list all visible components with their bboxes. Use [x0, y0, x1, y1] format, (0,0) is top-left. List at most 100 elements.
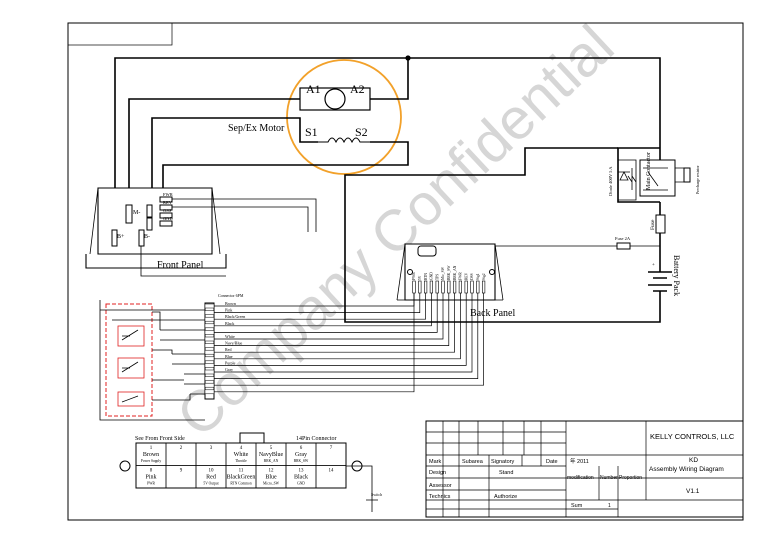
back-panel-pin-label: GND — [430, 272, 434, 280]
version: V1.1 — [686, 488, 700, 495]
connector-pin-function: BRK_SW — [294, 459, 309, 463]
harness-pin — [204, 343, 215, 348]
connector-title: 14Pin Connector — [296, 436, 337, 442]
motor-name-label: Sep/Ex Motor — [228, 123, 285, 134]
connector-pin-color: Brown — [143, 452, 159, 458]
connector-pin-number: 12 — [269, 469, 275, 474]
harness-pin — [204, 349, 215, 355]
back-panel-pin-label: Sig2 — [482, 273, 486, 280]
front-panel-outline — [85, 187, 227, 269]
harness-wire-label: Pink — [225, 308, 232, 313]
harness-pin — [204, 382, 215, 388]
motor-highlight-circle — [286, 59, 402, 175]
connector-pin-number: 5 — [270, 446, 273, 451]
connector-pin-cell — [315, 465, 347, 489]
motor-a1-label: A1 — [306, 82, 321, 96]
back-panel-pin-label: RTN — [424, 273, 428, 280]
back-panel-pin-label: Sig1 — [476, 273, 480, 280]
harness-wire — [214, 293, 473, 373]
harness-wire — [214, 293, 432, 327]
back-panel-pin — [464, 280, 468, 294]
connector-pin-color: Gray — [295, 452, 307, 458]
connector-pin-number: 10 — [209, 469, 215, 474]
connector-pin-color: NavyBlue — [259, 452, 284, 458]
connector-pin-function: 5V Output — [203, 482, 218, 486]
connector-pin-color: Blue — [265, 475, 277, 481]
back-panel-pin-label: Mic_SW — [441, 266, 445, 280]
switch-group — [99, 300, 205, 421]
tb-mark: Mark — [429, 459, 441, 465]
harness-pin — [204, 330, 215, 335]
tb-technics: Technics — [429, 494, 451, 500]
tb-date-value: 年 2011 — [570, 457, 589, 465]
harness-wire — [214, 293, 444, 340]
back-panel-pin — [452, 280, 457, 294]
harness-wire-label: Blue — [225, 354, 233, 359]
back-panel-pin — [423, 280, 428, 294]
connector-pin-color: Pink — [145, 475, 156, 481]
connector-pin-number: 8 — [150, 469, 153, 474]
connector-pin-number: 2 — [180, 446, 183, 451]
product-code: KD — [689, 457, 698, 464]
back-panel-pin-label: REV — [464, 272, 468, 280]
back-panel-pin — [447, 280, 451, 294]
fp-b-minus-label: B- — [144, 234, 150, 240]
motor-s1-label: S1 — [305, 125, 318, 139]
harness-wire — [214, 293, 426, 320]
connector-mount-left — [119, 460, 131, 472]
harness-wire — [214, 293, 450, 346]
fuse-2a-icon — [616, 242, 631, 250]
corner-tab — [67, 22, 173, 46]
harness-pin — [204, 336, 215, 342]
back-panel-pin-label: OSS — [470, 273, 474, 280]
harness-wire — [214, 293, 415, 393]
tb-sum-value: 1 — [608, 503, 611, 509]
harness-pin — [204, 303, 215, 309]
connector-pin-number: 4 — [240, 446, 243, 451]
connector-pin-function: Throttle — [235, 459, 247, 463]
precharge-resistor-icon — [683, 167, 691, 183]
tb-assessor: Assessor — [429, 483, 452, 489]
harness-wire — [214, 293, 421, 313]
tb-authorize: Authorize — [494, 494, 517, 500]
switch-label: Switch — [371, 492, 382, 497]
back-panel-pin — [458, 280, 463, 294]
tb-design: Design — [429, 470, 446, 476]
harness-wire — [214, 293, 461, 360]
fuse-label: Fuse — [650, 219, 656, 230]
back-panel-pin — [470, 280, 474, 294]
harness-wire-label: Purple — [225, 360, 236, 365]
connector-pin-number: 6 — [300, 446, 303, 451]
harness-pin — [204, 316, 215, 322]
battery-pack-label: Battery Pack — [672, 255, 681, 296]
connector-latch — [239, 432, 265, 444]
back-panel-pin — [441, 280, 445, 294]
motor-a2-label: A2 — [350, 82, 365, 96]
connector-pin-number: 3 — [210, 446, 213, 451]
switch-block-outline — [105, 303, 153, 417]
harness-wire — [214, 293, 455, 353]
harness-pin — [204, 369, 215, 375]
connector-pin-function: Micro_SW — [263, 482, 280, 486]
harness-wire-label: White — [225, 334, 235, 339]
back-panel-pin — [412, 280, 416, 294]
drawing-border — [67, 22, 744, 521]
back-panel-pin-label: BRK_AN — [453, 265, 457, 280]
tb-sum: Sum — [571, 503, 583, 509]
connector-pin-number: 7 — [330, 446, 333, 451]
connector-pin-function: PWR — [147, 482, 155, 486]
harness-wire — [214, 293, 438, 333]
connector-side-label: See From Front Side — [135, 436, 185, 442]
back-panel-pin — [481, 280, 486, 294]
back-panel-pin-label: PWR — [412, 272, 416, 280]
back-panel-pin-label: BRK_SW — [447, 265, 451, 280]
fuse-2a-label: Fuse 2A — [615, 236, 631, 241]
harness-wire-label: Brown — [225, 301, 236, 306]
back-panel-pin-label: TPS — [435, 274, 439, 280]
front-panel-label: Front Panel — [157, 260, 204, 271]
connector-pin-number: 13 — [299, 469, 305, 474]
harness-wire-label: Black/Green — [225, 314, 245, 319]
connector-pin-color: BlackGreen — [227, 475, 256, 481]
